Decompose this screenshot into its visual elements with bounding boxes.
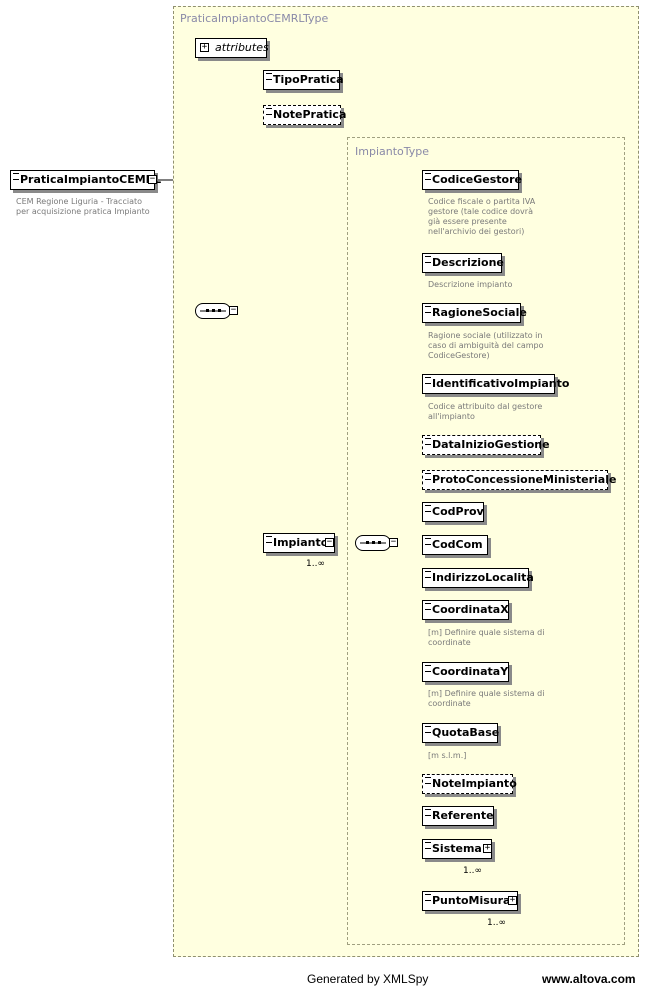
element-noteimpianto[interactable]: NoteImpianto	[422, 774, 517, 794]
element-coordinatax[interactable]: CoordinataX	[422, 600, 509, 620]
element-label: IdentificativoImpianto	[432, 377, 570, 390]
element-indirizzolocalita[interactable]: IndirizzoLocalita	[422, 568, 534, 588]
doc-line: nell'archivio dei gestori)	[428, 227, 525, 236]
element-protoconcessioneministeriale[interactable]: ProtoConcessioneMinisteriale	[422, 470, 616, 490]
doc-ragionesociale: Ragione sociale (utilizzato in caso di a…	[428, 331, 544, 361]
element-label: CodCom	[432, 538, 483, 551]
element-label: Descrizione	[432, 256, 504, 269]
element-label: CodiceGestore	[432, 173, 522, 186]
element-tipopratica[interactable]: TipoPratica	[263, 70, 344, 90]
doc-line: coordinate	[428, 699, 471, 708]
doc-descrizione: Descrizione impianto	[428, 280, 512, 290]
element-label: DataInizioGestione	[432, 438, 550, 451]
element-label: CoordinataX	[432, 603, 509, 616]
root-documentation: CEM Regione Liguria - Tracciato per acqu…	[16, 197, 150, 217]
inner-type-box	[347, 137, 625, 945]
doc-line: Codice attribuito dal gestore	[428, 402, 543, 411]
element-label: PuntoMisura	[432, 894, 511, 907]
element-ragionesociale[interactable]: RagioneSociale	[422, 303, 527, 323]
outer-sequence-compositor[interactable]	[195, 303, 231, 319]
doc-line: Codice fiscale o partita IVA	[428, 197, 536, 206]
doc-coordinatay: [m] Definire quale sistema di coordinate	[428, 689, 544, 709]
attributes-expand-icon[interactable]: +	[200, 42, 209, 52]
footer-site[interactable]: www.altova.com	[542, 972, 636, 986]
doc-quotabase: [m s.l.m.]	[428, 751, 466, 761]
element-quotabase[interactable]: QuotaBase	[422, 723, 500, 743]
inner-type-title: ImpiantoType	[355, 145, 430, 158]
doc-line: già essere presente	[428, 217, 507, 226]
root-doc-line-2: per acquisizione pratica Impianto	[16, 207, 150, 216]
element-label: CoordinataY	[432, 665, 509, 678]
outer-sequence-collapse-icon[interactable]: −	[229, 305, 238, 315]
element-impianto[interactable]: Impianto	[263, 533, 335, 553]
element-codprov[interactable]: CodProv	[422, 502, 484, 522]
doc-line: [m] Definire quale sistema di	[428, 628, 545, 637]
element-sistema[interactable]: Sistema	[422, 839, 492, 859]
doc-line: [m] Definire quale sistema di	[428, 689, 545, 698]
element-label: NoteImpianto	[432, 777, 517, 790]
element-codcom[interactable]: CodCom	[422, 535, 488, 555]
element-label: TipoPratica	[273, 73, 344, 86]
sequence-icon	[360, 541, 386, 544]
element-puntomisura[interactable]: PuntoMisura	[422, 891, 518, 911]
element-label: Sistema	[432, 842, 482, 855]
sistema-expand-icon[interactable]: +	[483, 843, 492, 853]
root-element[interactable]: PraticaImpiantoCEMRL	[10, 170, 161, 190]
root-element-label: PraticaImpiantoCEMRL	[20, 173, 162, 186]
root-doc-line-1: CEM Regione Liguria - Tracciato	[16, 197, 143, 206]
root-collapse-icon[interactable]: −	[148, 174, 157, 184]
element-coordinatay[interactable]: CoordinataY	[422, 662, 509, 682]
inner-sequence-collapse-icon[interactable]: −	[389, 537, 398, 547]
doc-line: gestore (tale codice dovrà	[428, 207, 533, 216]
doc-line: Descrizione impianto	[428, 280, 513, 289]
element-codicegestore[interactable]: CodiceGestore	[422, 170, 522, 190]
puntomisura-expand-icon[interactable]: +	[508, 895, 517, 905]
outer-type-title: PraticaImpiantoCEMRLType	[180, 12, 329, 25]
element-referente[interactable]: Referente	[422, 806, 494, 826]
doc-line: caso di ambiguità del campo	[428, 341, 544, 350]
element-label: Impianto	[273, 536, 329, 549]
element-notepratica[interactable]: NotePratica	[263, 105, 346, 125]
doc-line: coordinate	[428, 638, 471, 647]
impianto-collapse-icon[interactable]: −	[325, 537, 334, 547]
attributes-label: attributes	[215, 41, 269, 54]
impianto-cardinality: 1..∞	[306, 559, 325, 569]
doc-codicegestore: Codice fiscale o partita IVA gestore (ta…	[428, 197, 535, 237]
attributes-group[interactable]: attributes	[195, 38, 269, 58]
element-label: CodProv	[432, 505, 484, 518]
sequence-icon	[200, 309, 226, 312]
doc-line: Ragione sociale (utilizzato in	[428, 331, 543, 340]
element-label: Referente	[432, 809, 494, 822]
element-descrizione[interactable]: Descrizione	[422, 253, 504, 273]
doc-identificativoimpianto: Codice attribuito dal gestore all'impian…	[428, 402, 542, 422]
element-label: IndirizzoLocalita	[432, 571, 534, 584]
element-label: QuotaBase	[432, 726, 500, 739]
inner-sequence-compositor[interactable]	[355, 535, 391, 551]
element-label: ProtoConcessioneMinisteriale	[432, 473, 617, 486]
sistema-cardinality: 1..∞	[463, 866, 482, 876]
doc-coordinatax: [m] Definire quale sistema di coordinate	[428, 628, 544, 648]
doc-line: [m s.l.m.]	[428, 751, 467, 760]
element-datainiziogestione[interactable]: DataInizioGestione	[422, 435, 550, 455]
element-label: NotePratica	[273, 108, 347, 121]
element-label: RagioneSociale	[432, 306, 527, 319]
puntomisura-cardinality: 1..∞	[487, 918, 506, 928]
element-identificativoimpianto[interactable]: IdentificativoImpianto	[422, 374, 569, 394]
doc-line: CodiceGestore)	[428, 351, 490, 360]
doc-line: all'impianto	[428, 412, 475, 421]
footer-generated: Generated by XMLSpy	[307, 972, 429, 986]
